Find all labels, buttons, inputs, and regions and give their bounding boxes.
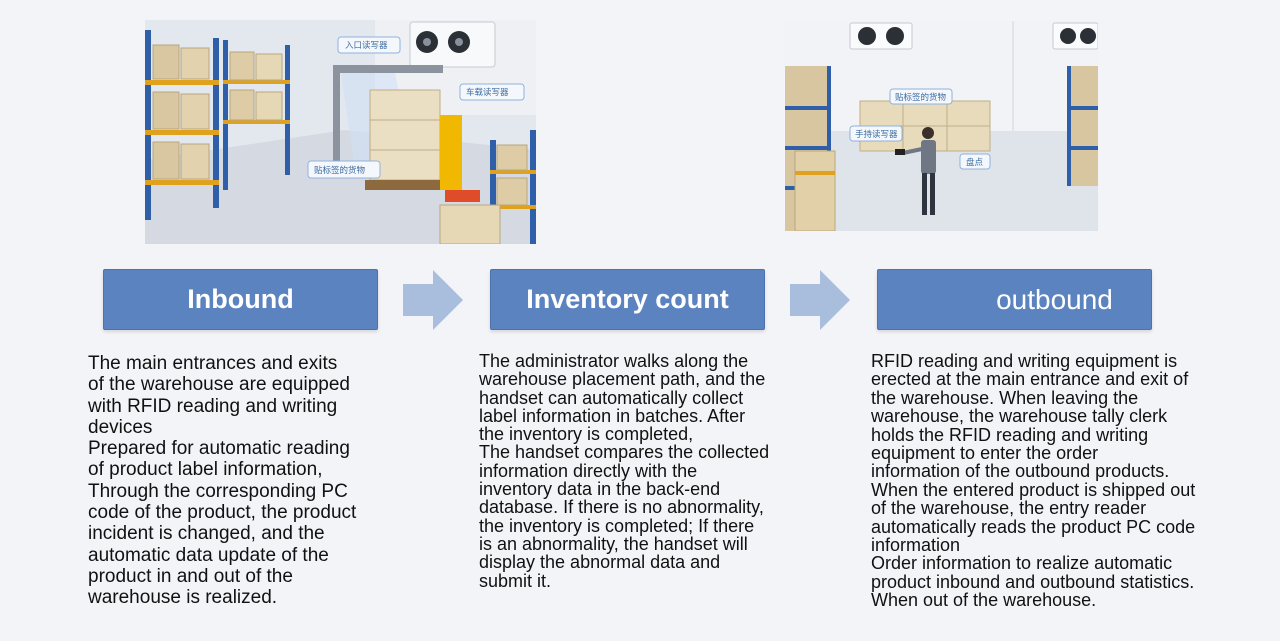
tagged-goods-callout: 贴标签的货物 <box>307 160 381 179</box>
step-inbound-box: Inbound <box>103 269 378 330</box>
desc-line: information <box>871 535 961 556</box>
svg-text:车载读写器: 车载读写器 <box>466 87 509 98</box>
handheld-reader-callout: 手持读写器 <box>849 125 903 142</box>
desc-line: inventory data in the back-end <box>479 479 721 500</box>
desc-line: incident is changed, and the <box>88 523 325 545</box>
desc-line: the inventory is completed, <box>479 424 694 445</box>
svg-text:贴标签的货物: 贴标签的货物 <box>895 92 947 103</box>
desc-line: label information in batches. After <box>479 405 746 426</box>
desc-line: display the abnormal data and <box>479 552 721 573</box>
desc-line: warehouse placement path, and the <box>479 369 766 390</box>
desc-line: erected at the main entrance and exit of <box>871 369 1189 390</box>
inventory-callout: 盘点 <box>959 153 991 170</box>
vehicle-reader-callout: 车载读写器 <box>459 83 525 101</box>
entry-reader-callout: 入口读写器 <box>337 36 401 54</box>
svg-text:手持读写器: 手持读写器 <box>855 129 898 140</box>
desc-line: the inventory is completed; If there <box>479 515 755 536</box>
desc-line: When out of the warehouse. <box>871 590 1097 611</box>
outbound-description: RFID reading and writing equipment is er… <box>871 352 1256 610</box>
right-arrow-icon <box>790 270 850 330</box>
desc-line: product inbound and outbound statistics. <box>871 571 1195 592</box>
desc-line: RFID reading and writing equipment is <box>871 351 1178 371</box>
desc-line: The administrator walks along the <box>479 351 749 371</box>
desc-line: product in and out of the <box>88 565 293 587</box>
svg-text:贴标签的货物: 贴标签的货物 <box>314 165 366 176</box>
step-outbound-label: outbound <box>996 283 1113 315</box>
desc-line: submit it. <box>479 570 552 591</box>
desc-line: handset can automatically collect <box>479 387 744 408</box>
desc-line: automatic data update of the <box>88 544 329 566</box>
desc-line: the warehouse. When leaving the <box>871 387 1139 408</box>
desc-line: The main entrances and exits <box>88 353 338 374</box>
desc-line: information directly with the <box>479 460 698 481</box>
desc-line: automatically reads the product PC code <box>871 516 1196 537</box>
inbound-description: The main entrances and exits of the ware… <box>88 353 403 609</box>
inventory-description: The administrator walks along the wareho… <box>479 352 799 590</box>
inventory-warehouse-illustration: 贴标签的货物 手持读写器 盘点 <box>785 21 1098 231</box>
desc-line: with RFID reading and writing <box>88 395 338 417</box>
desc-line: of the warehouse are equipped <box>88 374 350 396</box>
desc-line: of product label information, <box>88 459 323 481</box>
inbound-warehouse-illustration: 入口读写器 车载读写器 贴标签的货物 <box>145 20 536 244</box>
desc-line: Order information to realize automatic <box>871 553 1173 574</box>
right-arrow-icon <box>403 270 463 330</box>
tagged-goods-callout: 贴标签的货物 <box>889 88 953 105</box>
svg-text:入口读写器: 入口读写器 <box>345 40 388 51</box>
desc-line: holds the RFID reading and writing <box>871 424 1149 445</box>
desc-line: of the warehouse, the entry reader <box>871 498 1147 519</box>
desc-line: information of the outbound products. <box>871 461 1170 482</box>
step-inventory-label: Inventory count <box>526 284 729 314</box>
step-inventory-box: Inventory count <box>490 269 765 330</box>
desc-line: When the entered product is shipped out <box>871 479 1196 500</box>
svg-text:盘点: 盘点 <box>966 157 984 168</box>
desc-line: warehouse, the warehouse tally clerk <box>871 406 1168 427</box>
desc-line: warehouse is realized. <box>88 587 278 609</box>
desc-line: database. If there is no abnormality, <box>479 497 764 518</box>
desc-line: equipment to enter the order <box>871 443 1099 464</box>
desc-line: is an abnormality, the handset will <box>479 533 748 554</box>
step-outbound-box: outbound <box>877 269 1152 330</box>
step-inbound-label: Inbound <box>187 284 294 314</box>
desc-line: Through the corresponding PC <box>88 480 348 502</box>
desc-line: devices <box>88 416 153 438</box>
desc-line: code of the product, the product <box>88 502 357 524</box>
desc-line: Prepared for automatic reading <box>88 438 350 460</box>
desc-line: The handset compares the collected <box>479 442 770 463</box>
